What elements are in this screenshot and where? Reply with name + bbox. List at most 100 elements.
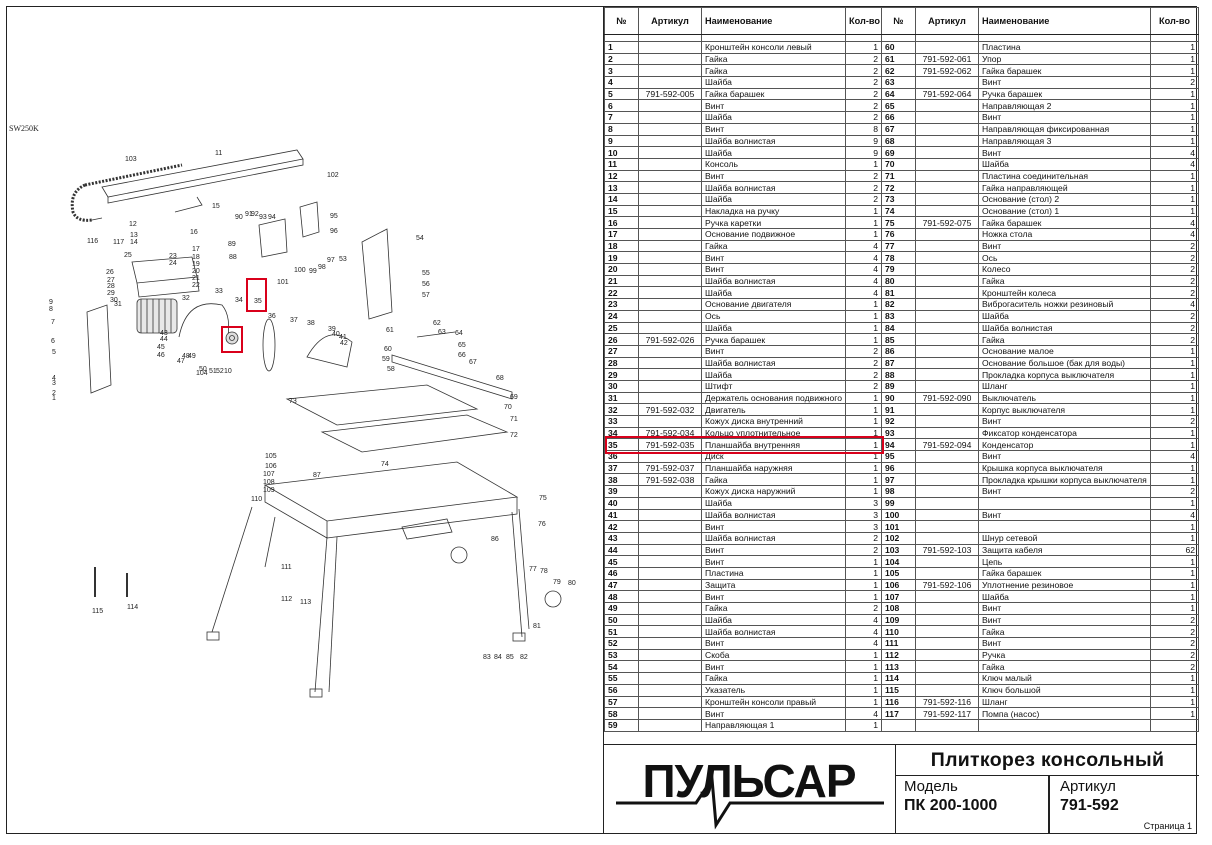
article-number xyxy=(638,648,702,662)
part-label: 15 xyxy=(212,203,220,210)
part-label: 72 xyxy=(510,432,518,439)
part-label: 92 xyxy=(251,211,259,218)
part-label: 82 xyxy=(520,654,528,661)
article-number xyxy=(638,590,702,603)
quantity: 9 xyxy=(845,134,882,148)
part-number: 100 xyxy=(881,508,916,522)
part-name: Гайка xyxy=(701,672,846,685)
quantity: 2 xyxy=(845,543,882,557)
quantity: 1 xyxy=(845,216,882,229)
brand-logo: ПУЛЬСАР xyxy=(604,745,895,833)
quantity: 2 xyxy=(1150,333,1199,346)
part-name: Винт xyxy=(701,99,846,113)
quantity: 1 xyxy=(1150,438,1199,452)
part-label: 42 xyxy=(340,340,348,347)
article-number xyxy=(915,683,979,697)
quantity: 2 xyxy=(845,368,882,381)
quantity: 1 xyxy=(1150,496,1199,510)
quantity: 2 xyxy=(845,87,882,101)
part-number: 5 xyxy=(604,87,639,101)
part-name: Винт xyxy=(701,344,846,358)
part-number: 17 xyxy=(604,228,639,241)
part-name: Шланг xyxy=(978,695,1151,709)
part-name: Винт xyxy=(978,602,1151,615)
quantity: 2 xyxy=(1150,660,1199,674)
quantity: 4 xyxy=(845,286,882,300)
quantity: 1 xyxy=(1150,695,1199,709)
part-number: 60 xyxy=(881,41,916,54)
part-number: 28 xyxy=(604,356,639,370)
part-name: Шайба xyxy=(701,368,846,381)
part-number: 68 xyxy=(881,134,916,148)
quantity: 1 xyxy=(845,485,882,498)
part-number: 113 xyxy=(881,660,916,674)
article-number xyxy=(638,99,702,113)
part-number: 48 xyxy=(604,590,639,603)
part-name: Винт xyxy=(701,169,846,183)
quantity: 1 xyxy=(845,403,882,416)
part-label: 83 xyxy=(483,654,491,661)
quantity: 2 xyxy=(845,169,882,183)
part-name: Шайба волнистая xyxy=(701,508,846,522)
part-number: 3 xyxy=(604,64,639,78)
quantity: 4 xyxy=(845,637,882,650)
part-label: 96 xyxy=(330,228,338,235)
part-label: 52 xyxy=(216,368,224,375)
part-name: Защита xyxy=(701,578,846,592)
article-number xyxy=(915,344,979,358)
part-label: 45 xyxy=(157,344,165,351)
part-label: 7 xyxy=(51,319,55,326)
quantity: 4 xyxy=(845,251,882,265)
part-label: 69 xyxy=(510,394,518,401)
part-number: 103 xyxy=(881,543,916,557)
quantity: 1 xyxy=(845,461,882,475)
article-number xyxy=(915,169,979,183)
part-number: 12 xyxy=(604,169,639,183)
article-number xyxy=(915,157,979,171)
part-label: 62 xyxy=(433,320,441,327)
article-number xyxy=(915,415,979,428)
part-name: Шайба xyxy=(978,157,1151,171)
article-number xyxy=(915,99,979,113)
part-name: Шайба xyxy=(978,309,1151,323)
part-name: Ось xyxy=(978,251,1151,265)
part-number: 1 xyxy=(604,41,639,54)
quantity: 2 xyxy=(1150,613,1199,627)
part-label: 47 xyxy=(177,358,185,365)
part-number: 110 xyxy=(881,625,916,639)
article-number xyxy=(638,286,702,300)
part-label: 106 xyxy=(265,463,277,470)
quantity: 1 xyxy=(1150,122,1199,136)
article-number xyxy=(915,263,979,276)
part-number: 14 xyxy=(604,192,639,206)
header-name: Наименование xyxy=(701,7,846,35)
article-number xyxy=(915,298,979,311)
article-number xyxy=(638,298,702,311)
part-name: Шайба xyxy=(701,111,846,124)
article-number xyxy=(638,613,702,627)
part-name: Направляющая 3 xyxy=(978,134,1151,148)
part-number: 107 xyxy=(881,590,916,603)
article-number xyxy=(638,485,702,498)
article-number xyxy=(915,531,979,545)
part-name: Ручка каретки xyxy=(701,216,846,229)
part-name: Винт xyxy=(978,111,1151,124)
part-label: 23 xyxy=(169,253,177,260)
part-label: 81 xyxy=(533,623,541,630)
part-name: Держатель основания подвижного xyxy=(701,391,846,405)
table-header-row: № Артикул Наименование Кол-во № Артикул … xyxy=(604,7,1199,35)
part-label: 102 xyxy=(327,172,339,179)
parts-table-wrap: № Артикул Наименование Кол-во № Артикул … xyxy=(603,7,1199,744)
quantity: 62 xyxy=(1150,543,1199,557)
quantity: 1 xyxy=(845,333,882,346)
